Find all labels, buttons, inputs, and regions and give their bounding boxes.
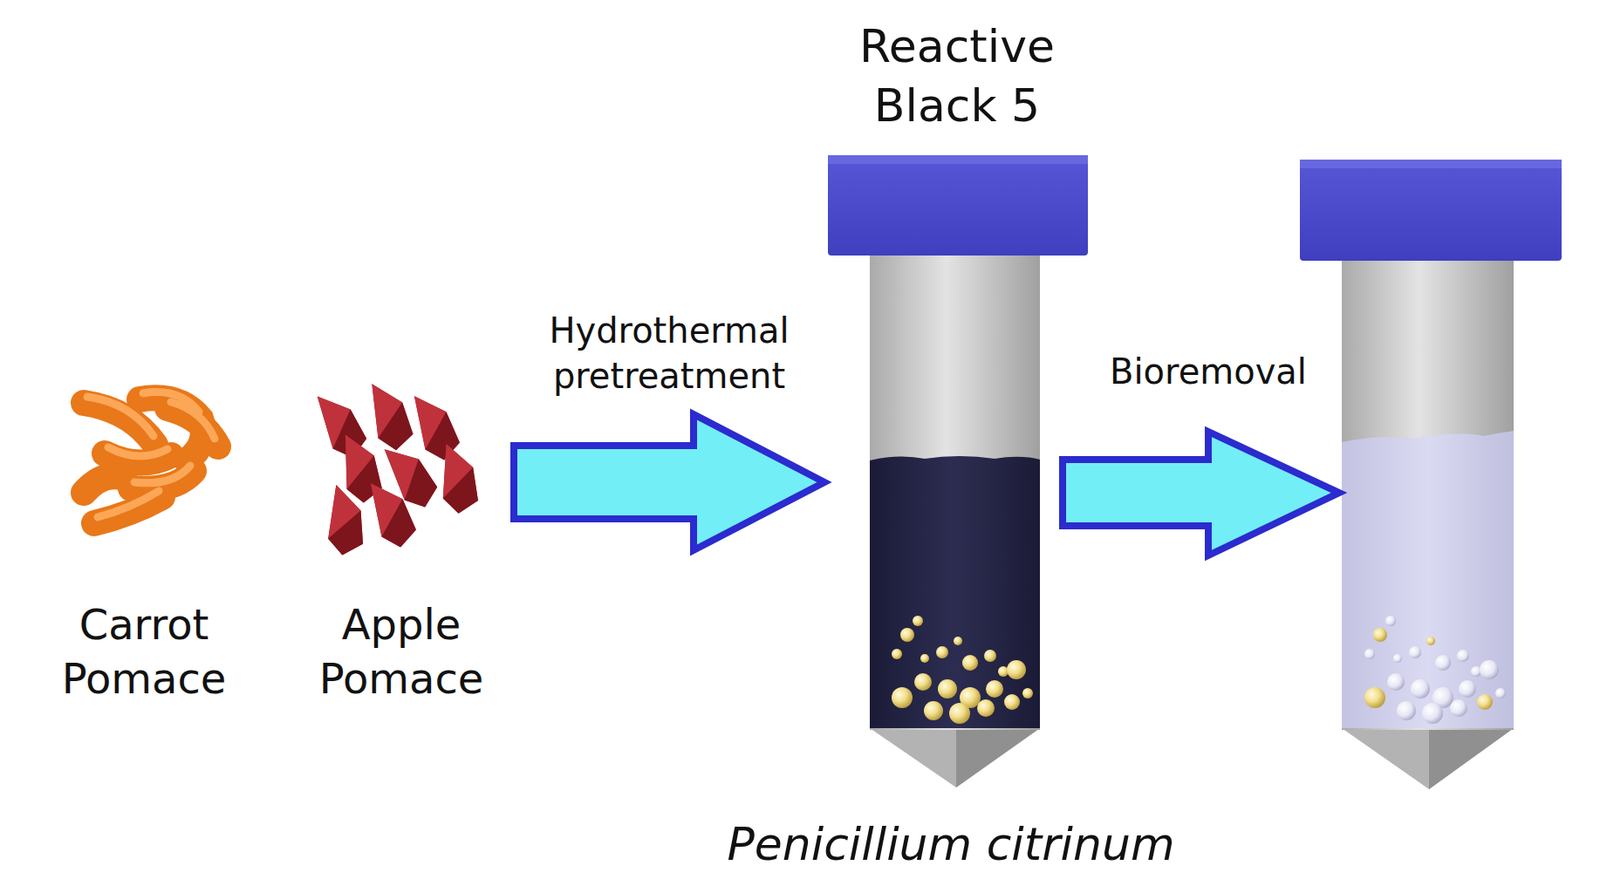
block-arrow (513, 414, 825, 551)
tube-after-removal (1299, 159, 1562, 790)
bead (1456, 649, 1470, 663)
apple-pomace: Apple Pomace (292, 366, 511, 733)
node-label: Carrot Pomace (34, 597, 253, 707)
bead (949, 703, 971, 725)
bead (1426, 636, 1436, 646)
bead (977, 699, 995, 718)
block-arrow (1062, 431, 1340, 556)
bead (1495, 688, 1506, 699)
bead (1422, 703, 1443, 725)
bead (1364, 649, 1375, 660)
bead (1387, 673, 1405, 691)
bead (1022, 688, 1033, 699)
bead (923, 701, 944, 721)
bead (1004, 694, 1020, 711)
bead (953, 636, 963, 646)
beads-yellow (891, 615, 1033, 725)
node-label: Apple Pomace (292, 597, 511, 707)
step-label: Bioremoval (1109, 348, 1307, 395)
bead (1410, 679, 1430, 699)
organism-name: Penicillium citrinum (726, 815, 1175, 876)
bead (1435, 655, 1451, 671)
bead (1385, 615, 1396, 627)
bead (984, 649, 997, 663)
carrot-pieces (83, 392, 219, 524)
carrot-pomace: Carrot Pomace (34, 366, 253, 733)
bead (891, 687, 913, 709)
bead (912, 615, 924, 627)
bead (1449, 699, 1468, 718)
bead (1458, 680, 1477, 698)
apple-pieces (305, 383, 495, 561)
bead (1396, 701, 1416, 721)
bead (920, 654, 930, 664)
bead (1364, 687, 1386, 709)
bead (962, 655, 978, 671)
bead (1373, 628, 1388, 643)
bead (937, 679, 958, 699)
beads-pale (1364, 615, 1506, 725)
arrow-label: Hydrothermal pretreatment (538, 307, 800, 399)
tube-with-dye (827, 155, 1088, 788)
bead (914, 673, 932, 691)
bead (985, 680, 1004, 698)
node-label: Reactive Black 5 (826, 17, 1088, 136)
bead (1408, 646, 1422, 659)
bead (1476, 694, 1493, 711)
reactive-dye-tube: Reactive Black 5 (826, 17, 1088, 790)
bead (1006, 660, 1026, 680)
bead (1393, 654, 1402, 664)
bead (936, 646, 949, 659)
bead (891, 649, 903, 660)
bead (1479, 660, 1499, 680)
bead (900, 628, 915, 643)
